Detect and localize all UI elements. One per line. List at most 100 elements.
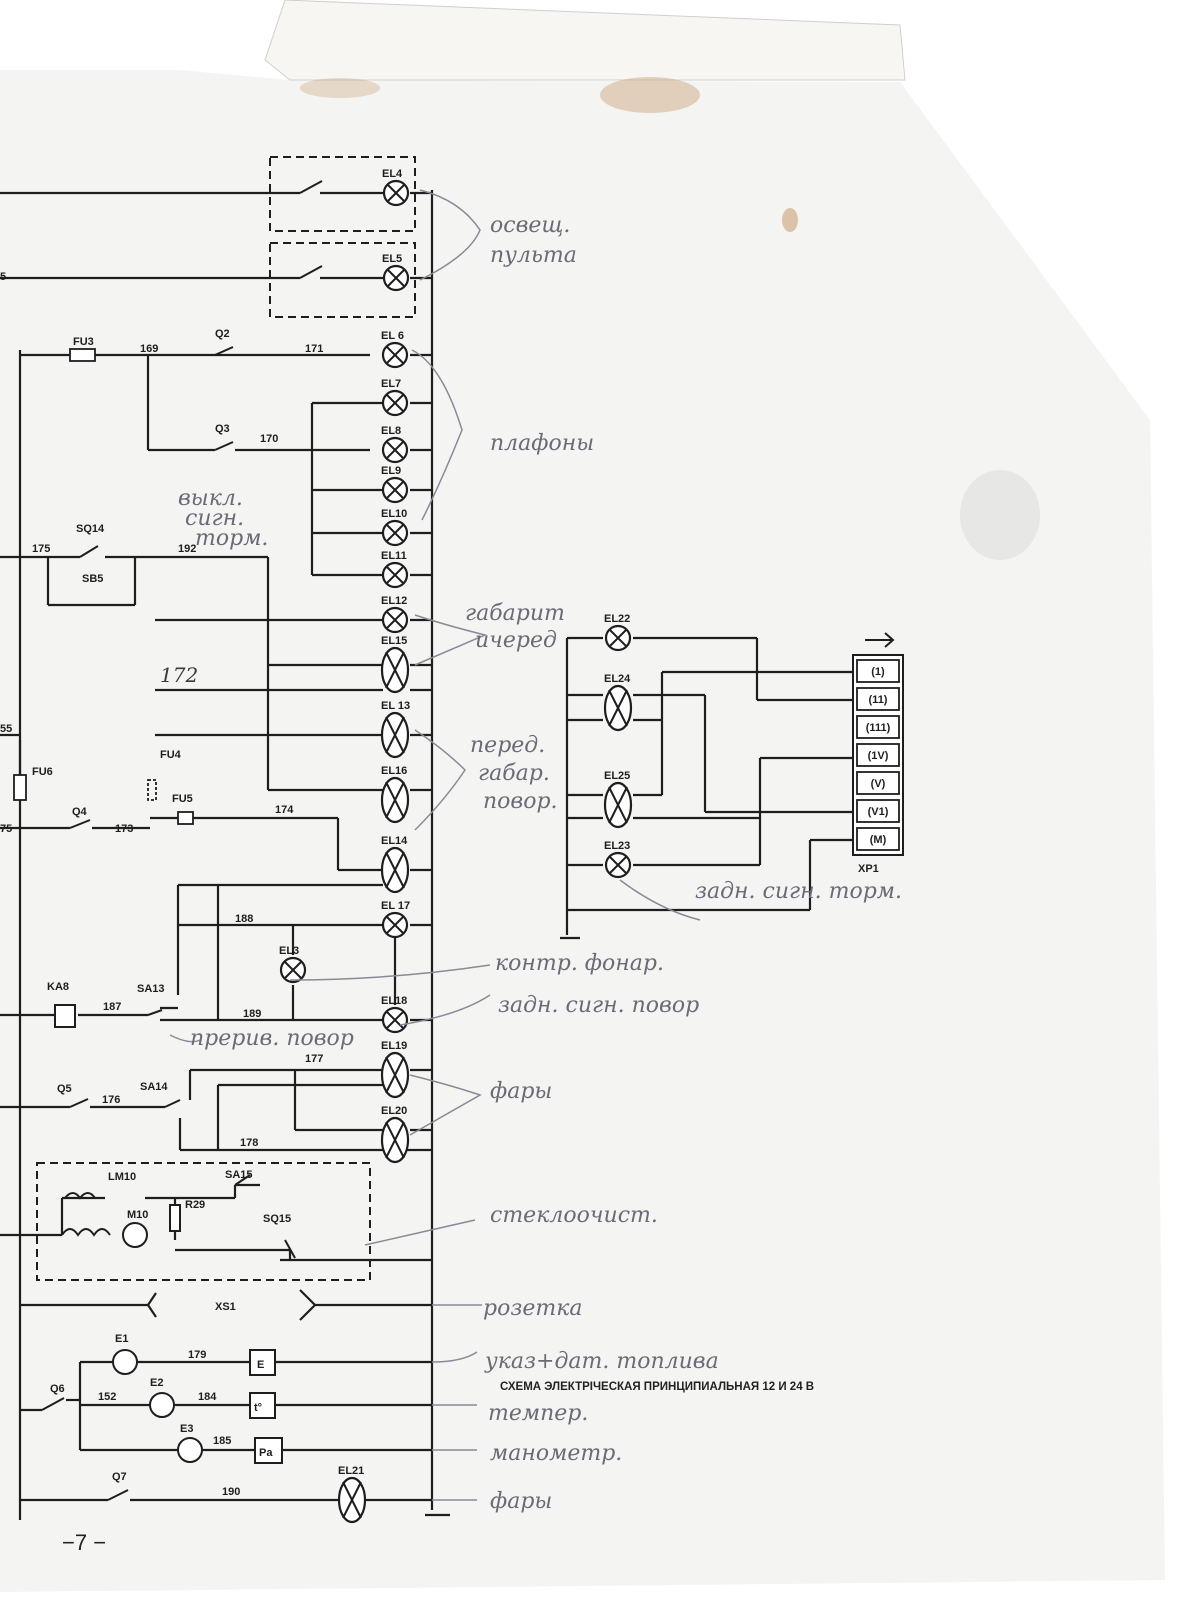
wire-5: 5 (0, 271, 6, 283)
note-gabar: габар. (478, 761, 550, 786)
lamp-label-el23: EL23 (604, 840, 630, 852)
label-m10: M10 (127, 1209, 148, 1221)
label-q4: Q4 (72, 806, 88, 818)
wire-172: 172 (160, 663, 198, 687)
note-gabarit: габарит (465, 601, 565, 626)
label-q3: Q3 (215, 423, 230, 435)
label-q6: Q6 (50, 1383, 65, 1395)
relay-coil (54, 1004, 76, 1028)
lamp-label-el21: EL21 (338, 1465, 364, 1477)
wire-185: 185 (213, 1435, 231, 1447)
lamp-el12: EL12 (381, 595, 409, 634)
wire-171: 171 (305, 343, 323, 355)
lamp-cross (386, 916, 404, 934)
note-temper: темпер. (488, 1401, 588, 1426)
connector-pin-box (856, 799, 900, 823)
lamp-el3: EL3 (279, 945, 307, 984)
page-number: −7 − (62, 1530, 106, 1555)
lamp-cross (385, 1121, 405, 1159)
lamp-cross (386, 481, 404, 499)
fuses (13, 348, 194, 825)
smudge (960, 470, 1040, 560)
wiring (0, 190, 853, 1520)
stain (600, 77, 700, 113)
wire-169: 169 (140, 343, 158, 355)
lamp-el15: EL15 (380, 635, 410, 694)
label-q7: Q7 (112, 1471, 127, 1483)
lamp-el21: EL21 (337, 1465, 367, 1524)
wire-178: 178 (240, 1137, 258, 1149)
note-osveshch: освещ. (490, 213, 570, 238)
lamp-cross (385, 781, 405, 819)
connector-pin-label: (1V) (868, 750, 889, 762)
lamp-cross (385, 651, 405, 689)
label-e1: E1 (115, 1333, 128, 1345)
connector-pins: (1)(11)(111)(1V)(V)(V1)(M) (856, 659, 900, 851)
lamp-el20: EL20 (380, 1105, 410, 1164)
lamp-cross (609, 856, 627, 874)
note-fary-1: фары (490, 1079, 552, 1104)
wire-184: 184 (198, 1391, 217, 1403)
connector-pin-box (856, 659, 900, 683)
note-rozetka: розетка (483, 1296, 582, 1321)
lamp-label-el6: EL 6 (381, 330, 404, 342)
label-q2: Q2 (215, 328, 230, 340)
switch-contacts (41, 180, 323, 1501)
lamp-el4: EL4 (382, 168, 410, 207)
note-vykl: выкл. (178, 486, 243, 511)
note-manometr: манометр. (490, 1441, 622, 1466)
lamp-cross (284, 961, 302, 979)
note-pulta: пульта (490, 243, 577, 268)
lamp-el10: EL10 (381, 508, 409, 547)
lamp-el22: EL22 (604, 613, 632, 652)
lamp-el14: EL14 (380, 835, 410, 894)
label-sq15: SQ15 (263, 1213, 291, 1225)
lamp-label-el16: EL16 (381, 765, 407, 777)
wire-174: 174 (275, 804, 294, 816)
lamp-el19: EL19 (380, 1040, 410, 1099)
schematic-title: СХЕМА ЭЛЕКТРIЧЕСКАЯ ПРИНЦИПИАЛЬНАЯ 12 И … (500, 1381, 814, 1393)
connector-pin-label: (V) (871, 778, 886, 790)
gauge-temp-label: t° (254, 1402, 262, 1414)
lamp-el9: EL9 (381, 465, 409, 504)
lamp-label-el9: EL9 (381, 465, 401, 477)
lamp-el24: EL24 (603, 673, 633, 732)
wire-188: 188 (235, 913, 253, 925)
lamp-label-el7: EL7 (381, 378, 401, 390)
note-kontr: контр. фонар. (495, 951, 664, 976)
note-torm: торм. (195, 526, 268, 551)
wire-numbers: 169 171 170 175 192 172 55 5 75 173 174 … (0, 271, 323, 1498)
lamp-label-el25: EL25 (604, 770, 630, 782)
lamp-cross (386, 394, 404, 412)
note-povor: повор. (483, 789, 558, 814)
wire-189: 189 (243, 1008, 261, 1020)
gauges (112, 1349, 283, 1464)
lamp-cross (609, 629, 627, 647)
connector-pin-label: (1) (871, 666, 885, 678)
lamp-cross (608, 689, 628, 727)
dashed-boxes (36, 156, 416, 1281)
lamp-cross (385, 851, 405, 889)
lamp-label-el12: EL12 (381, 595, 407, 607)
wire-170: 170 (260, 433, 278, 445)
label-fu5: FU5 (172, 793, 193, 805)
note-zadn-sign-torm: задн. сигн. торм. (695, 879, 902, 904)
label-xs1: XS1 (215, 1301, 236, 1313)
label-sa15: SA15 (225, 1169, 253, 1181)
lamp-el18: EL18 (381, 995, 409, 1034)
lamp-el11: EL11 (381, 550, 409, 589)
lamp-cross (386, 524, 404, 542)
lamp-el25: EL25 (603, 770, 633, 829)
label-sq14: SQ14 (76, 523, 105, 535)
lamp-el6: EL 6 (381, 330, 409, 369)
gauge-pressure-label: Pa (259, 1447, 273, 1459)
lamp-el5: EL5 (382, 253, 410, 292)
note-fary-2: фары (490, 1489, 552, 1514)
lamp-label-el8: EL8 (381, 425, 401, 437)
component-labels: FU3 Q2 Q3 SQ14 SB5 FU4 FU5 FU6 Q4 KA8 SA… (32, 328, 879, 1483)
connector-pin-label: (M) (870, 834, 887, 846)
lamp-label-el5: EL5 (382, 253, 402, 265)
lamp-cross (385, 716, 405, 754)
lamp-el7: EL7 (381, 378, 409, 417)
